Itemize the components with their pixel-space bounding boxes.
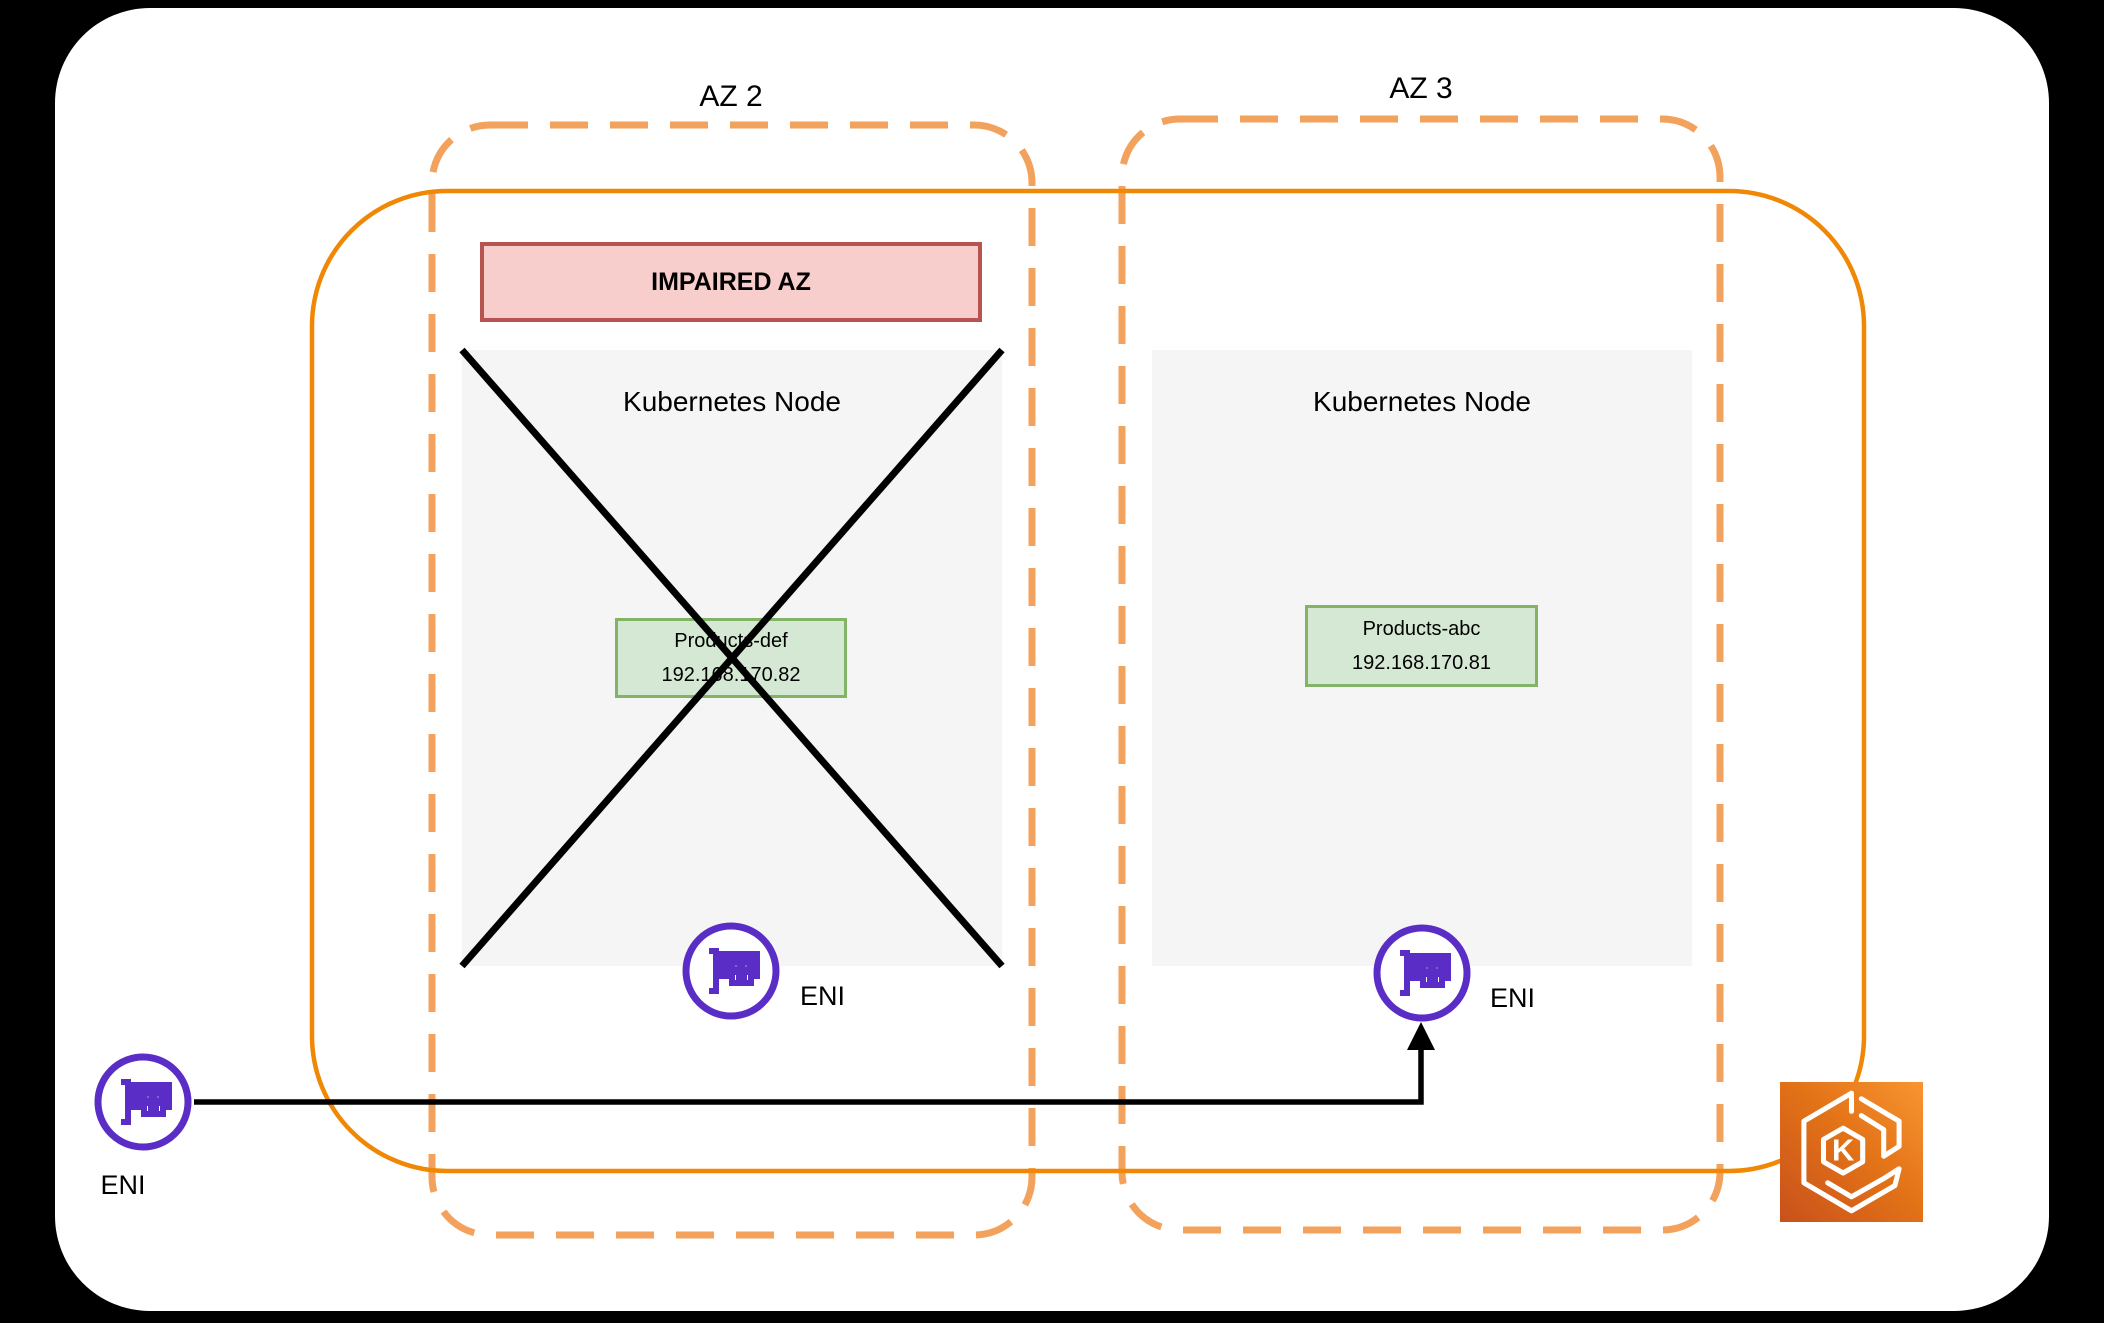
impaired-az-banner-text: IMPAIRED AZ bbox=[651, 267, 811, 296]
external-eni-icon bbox=[91, 1050, 195, 1154]
az2-eni-label: ENI bbox=[800, 981, 846, 1011]
az3-label: AZ 3 bbox=[1389, 72, 1453, 105]
az2-label: AZ 2 bbox=[699, 80, 763, 113]
eks-hexagon-glyph: K bbox=[1801, 1090, 1902, 1214]
az3-pod-name: Products-abc bbox=[1362, 618, 1481, 640]
az3-pod-box: Products-abc 192.168.170.81 bbox=[1305, 605, 1538, 687]
az3-eni-icon bbox=[1370, 921, 1474, 1025]
az2-node-title: Kubernetes Node bbox=[623, 386, 841, 417]
eks-icon: K bbox=[1780, 1082, 1923, 1222]
external-eni-label: ENI bbox=[100, 1170, 146, 1200]
eks-letter: K bbox=[1832, 1132, 1854, 1167]
az3-pod-ip: 192.168.170.81 bbox=[1351, 652, 1492, 674]
az2-pod-ip: 192.168.170.82 bbox=[661, 664, 801, 686]
az3-node-title: Kubernetes Node bbox=[1313, 386, 1531, 417]
az2-pod-name: Products-def bbox=[674, 630, 788, 652]
az2-pod-box: Products-def 192.168.170.82 bbox=[615, 618, 847, 698]
az3-eni-label: ENI bbox=[1490, 983, 1536, 1013]
diagram-canvas bbox=[55, 8, 2049, 1311]
az2-eni-icon bbox=[679, 919, 783, 1023]
impaired-az-banner: IMPAIRED AZ bbox=[480, 242, 982, 322]
